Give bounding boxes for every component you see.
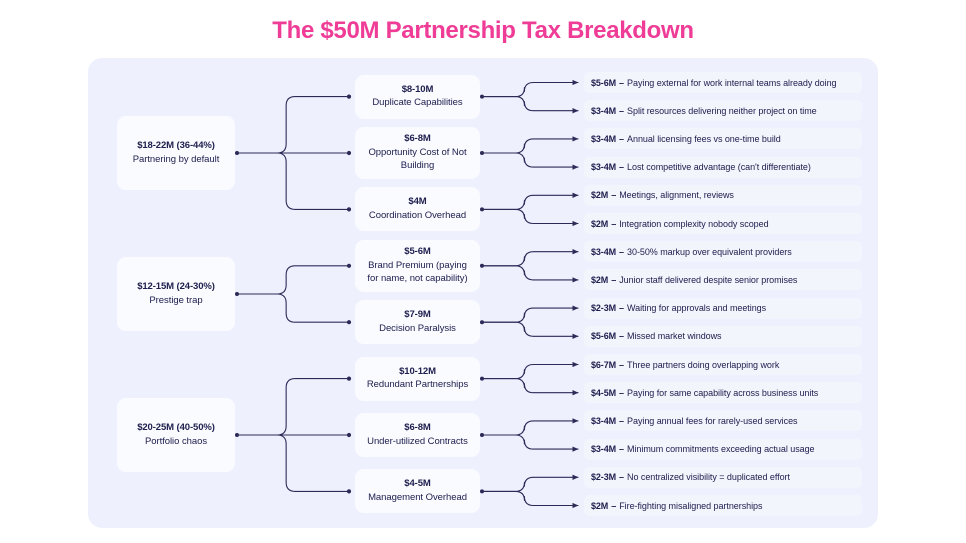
leaf-dash: – — [619, 162, 625, 173]
leaf-amount: $3-4M — [591, 133, 617, 144]
level2-card[interactable]: $4M Coordination Overhead — [355, 187, 480, 232]
leaf-amount: $2-3M — [591, 472, 617, 483]
card-label: Duplicate Capabilities — [372, 97, 463, 109]
leaf-dash: – — [619, 77, 625, 88]
leaf-dash: – — [619, 105, 625, 116]
card-amount: $4-5M — [404, 478, 431, 490]
leaf-text: Paying external for work internal teams … — [627, 77, 837, 88]
card-label: Coordination Overhead — [368, 210, 467, 222]
leaf-dash: – — [619, 444, 625, 455]
leaf-text: 30-50% markup over equivalent providers — [627, 246, 792, 257]
level2-card[interactable]: $5-6M Brand Premium (paying for name, not… — [355, 239, 480, 292]
leaf-amount: $5-6M — [591, 331, 617, 342]
leaf-dash: – — [611, 190, 617, 201]
page-title: The $50M Partnership Tax Breakdown — [272, 17, 694, 44]
leaf-text: Minimum commitments exceeding actual usa… — [627, 444, 815, 455]
leaf-dash: – — [611, 274, 617, 285]
leaf-text: No centralized visibility = duplicated e… — [627, 472, 790, 483]
leaf-text: Waiting for approvals and meetings — [627, 303, 767, 314]
leaf-dash: – — [619, 303, 625, 314]
card-label: Decision Paralysis — [379, 323, 456, 335]
card-label: Prestige trap — [149, 294, 203, 306]
leaf-amount: $3-4M — [591, 444, 617, 455]
card-label: Management Overhead — [368, 492, 467, 504]
leaf-row[interactable]: $2-3M–Waiting for approvals and meetings — [584, 297, 862, 319]
leaf-dash: – — [619, 246, 625, 257]
level1-card[interactable]: $12-15M (24-30%)Prestige trap — [117, 257, 235, 331]
card-label: Portfolio chaos — [144, 435, 208, 447]
leaf-row[interactable]: $3-4M–Annual licensing fees vs one-time … — [584, 128, 862, 150]
leaf-dash: – — [619, 387, 625, 398]
card-amount: $20-25M (40-50%) — [137, 422, 215, 434]
leaf-text: Meetings, alignment, reviews — [619, 190, 734, 201]
leaf-row[interactable]: $2M–Junior staff delivered despite senio… — [584, 269, 862, 291]
leaf-row[interactable]: $5-6M–Paying external for work internal … — [584, 72, 862, 93]
leaf-text: Lost competitive advantage (can't differ… — [627, 162, 811, 173]
card-amount: $6-8M — [404, 422, 431, 434]
leaf-dash: – — [619, 359, 625, 370]
leaf-row[interactable]: $4-5M–Paying for same capability across … — [584, 382, 862, 404]
leaf-row[interactable]: $3-4M–Paying annual fees for rarely-used… — [584, 410, 862, 432]
level2-card[interactable]: $10-12M Redundant Partnerships — [355, 356, 480, 401]
leaf-text: Paying for same capability across busine… — [627, 387, 819, 398]
leaf-dash: – — [619, 331, 625, 342]
leaf-amount: $4-5M — [591, 387, 617, 398]
leaf-row[interactable]: $3-4M–Split resources delivering neither… — [584, 100, 862, 122]
leaf-dash: – — [619, 415, 625, 426]
leaf-row[interactable]: $3-4M–Lost competitive advantage (can't … — [584, 156, 862, 178]
leaf-text: Split resources delivering neither proje… — [627, 105, 817, 116]
leaf-row[interactable]: $2M–Fire-fighting misaligned partnership… — [584, 495, 862, 516]
card-amount: $4M — [408, 196, 427, 208]
card-amount: $10-12M — [399, 365, 436, 377]
level1-card[interactable]: $20-25M (40-50%)Portfolio chaos — [117, 398, 235, 472]
leaf-row[interactable]: $3-4M–Minimum commitments exceeding actu… — [584, 438, 862, 460]
leaf-row[interactable]: $2-3M–No centralized visibility = duplic… — [584, 466, 862, 488]
level1-card[interactable]: $18-22M (36-44%)Partnering by default — [117, 116, 235, 190]
card-amount: $8-10M — [401, 83, 434, 95]
leaf-row[interactable]: $2M–Meetings, alignment, reviews — [584, 184, 862, 206]
leaf-text: Fire-fighting misaligned partnerships — [619, 500, 763, 511]
card-label: Brand Premium (paying for name, not capa… — [367, 260, 468, 285]
level2-card[interactable]: $6-8M Opportunity Cost of Not Building — [355, 127, 480, 179]
leaf-amount: $2M — [591, 500, 609, 511]
leaf-dash: – — [611, 218, 617, 229]
card-amount: $18-22M (36-44%) — [137, 140, 215, 152]
level2-card[interactable]: $4-5M Management Overhead — [355, 469, 480, 514]
level2-card[interactable]: $7-9M Decision Paralysis — [355, 300, 480, 345]
leaf-amount: $2-3M — [591, 303, 617, 314]
leaf-amount: $2M — [591, 218, 609, 229]
leaf-row[interactable]: $6-7M–Three partners doing overlapping w… — [584, 354, 862, 375]
card-amount: $5-6M — [404, 246, 431, 258]
leaf-amount: $3-4M — [591, 415, 617, 426]
leaf-text: Paying annual fees for rarely-used servi… — [627, 415, 798, 426]
leaf-row[interactable]: $3-4M–30-50% markup over equivalent prov… — [584, 241, 862, 263]
leaf-text: Annual licensing fees vs one-time build — [627, 133, 781, 144]
leaf-amount: $6-7M — [591, 359, 617, 370]
card-amount: $6-8M — [404, 133, 431, 145]
level2-card[interactable]: $8-10M Duplicate Capabilities — [355, 74, 480, 119]
card-label: Opportunity Cost of Not Building — [368, 147, 467, 172]
leaf-dash: – — [611, 500, 617, 511]
leaf-text: Three partners doing overlapping work — [627, 359, 780, 370]
leaf-row[interactable]: $2M–Integration complexity nobody scoped — [584, 213, 862, 234]
card-amount: $12-15M (24-30%) — [137, 281, 215, 293]
leaf-amount: $3-4M — [591, 162, 617, 173]
leaf-text: Integration complexity nobody scoped — [619, 218, 769, 229]
leaf-amount: $3-4M — [591, 246, 617, 257]
leaf-row[interactable]: $5-6M–Missed market windows — [584, 325, 862, 347]
card-amount: $7-9M — [404, 309, 431, 321]
card-label: Under-utilized Contracts — [367, 435, 468, 447]
card-label: Partnering by default — [132, 153, 220, 165]
leaf-dash: – — [619, 133, 625, 144]
leaf-amount: $3-4M — [591, 105, 617, 116]
leaf-dash: – — [619, 472, 625, 483]
leaf-text: Missed market windows — [627, 331, 722, 342]
leaf-amount: $5-6M — [591, 77, 617, 88]
leaf-text: Junior staff delivered despite senior pr… — [619, 274, 798, 285]
leaf-amount: $2M — [591, 190, 609, 201]
card-label: Redundant Partnerships — [366, 379, 469, 391]
leaf-amount: $2M — [591, 274, 609, 285]
